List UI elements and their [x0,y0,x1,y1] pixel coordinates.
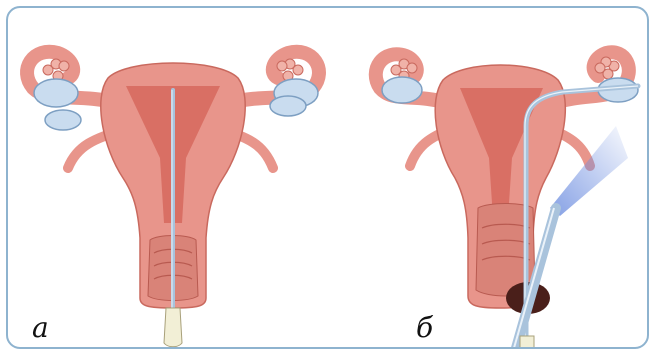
panel-b: б [338,8,649,349]
figure-frame: а [6,6,649,349]
probe-handle [164,308,182,347]
uterus-probe-illustration [8,8,338,349]
ovary-left [382,77,422,103]
panel-label-a: а [32,314,49,342]
panel-a: а [8,8,338,349]
panel-label-b: б [416,314,433,342]
ovary-left [34,79,78,107]
ovary-right-lower [270,96,306,116]
uterus-hysteroscope-illustration [338,8,649,349]
ovary-left-lower [45,110,81,130]
instrument-handle [520,336,534,349]
